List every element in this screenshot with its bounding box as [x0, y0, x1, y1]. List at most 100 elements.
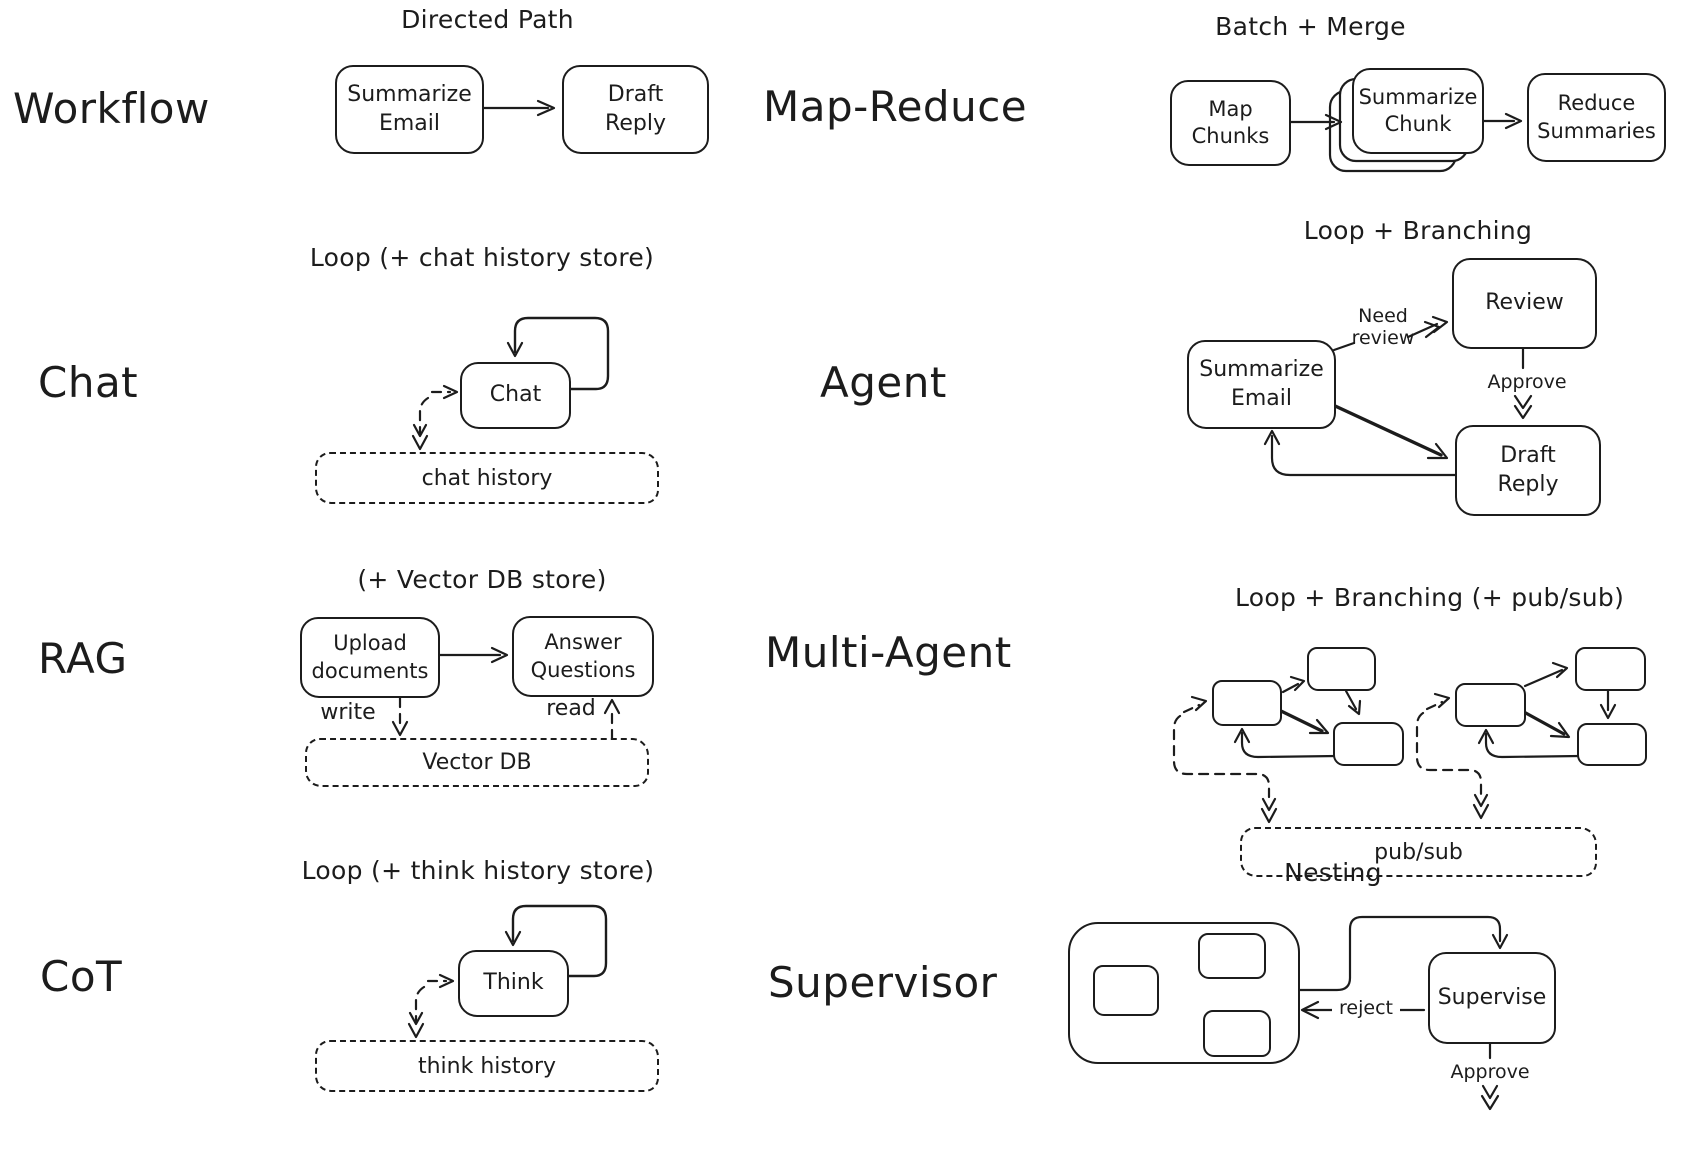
agent-approve-arrowhead-icon [1513, 394, 1533, 410]
cot-loop-arrowhead-icon [504, 930, 522, 947]
mini-agent-box [1575, 647, 1646, 691]
ma-left-dashed-in-arrowhead-icon [1190, 695, 1208, 712]
store-vector-db: Vector DB [305, 738, 649, 787]
edge-label-write: write [320, 700, 376, 725]
row-label-agent: Agent [820, 358, 947, 407]
ma-left-dashed-in [1182, 703, 1201, 714]
title-multi-agent: Loop + Branching (+ pub/sub) [1235, 583, 1625, 612]
node-reduce-summaries: Reduce Summaries [1527, 73, 1666, 162]
ma-left-diag-arrowhead-icon [1347, 699, 1362, 716]
node-think: Think [458, 950, 569, 1017]
row-label-multi-agent: Multi-Agent [765, 628, 1012, 677]
rag-write-arrowhead-icon [391, 720, 409, 737]
node-map-chunks: Map Chunks [1170, 80, 1291, 166]
sup-approve-arrowhead-icon [1480, 1094, 1500, 1111]
title-vector-db-store: (+ Vector DB store) [357, 565, 607, 594]
agent-needreview-arrowhead-inner-icon [1423, 320, 1441, 339]
sup-elbow-arrowhead-icon [1491, 933, 1509, 950]
workflow-arrowhead-icon [536, 99, 556, 117]
ma-right-loopback [1484, 732, 1582, 759]
chat-store-link [418, 396, 430, 436]
rag-read-arrowhead-icon [603, 698, 621, 715]
title-batch-merge: Batch + Merge [1215, 12, 1406, 41]
title-chat-loop: Loop (+ chat history store) [309, 243, 655, 272]
mini-agent-box [1212, 680, 1282, 726]
node-upload-documents: Upload documents [300, 617, 440, 698]
ma-right-top-arrowhead-icon [1551, 661, 1569, 679]
row-label-rag: RAG [38, 634, 128, 683]
cot-store-arrowhead-inner-icon [408, 1011, 424, 1026]
ma-left-thick-arrowhead-icon [1308, 718, 1330, 735]
node-agent-draft-reply: Draft Reply [1455, 425, 1601, 516]
row-label-workflow: Workflow [13, 84, 210, 133]
mini-agent-box [1093, 965, 1159, 1016]
mini-agent-box [1198, 933, 1266, 979]
ma-left-pubsub-link [1172, 714, 1271, 799]
ma-left-loopback-arrowhead-icon [1233, 727, 1251, 744]
ma-left-diag-arrow [1344, 689, 1358, 711]
ma-right-down-arrowhead-icon [1599, 703, 1617, 720]
chat-loop [513, 316, 610, 391]
agent-needreview-tick [1332, 341, 1356, 352]
mini-agent-box [1203, 1010, 1271, 1057]
node-agent-summarize-email: Summarize Email [1187, 340, 1336, 429]
title-cot-loop: Loop (+ think history store) [301, 856, 655, 885]
row-label-map-reduce: Map-Reduce [763, 82, 1028, 131]
node-workflow-draft-reply: Draft Reply [562, 65, 709, 154]
agent-needreview-arrow [1406, 322, 1439, 339]
store-pub-sub: pub/sub [1240, 827, 1597, 877]
ma-right-dashed-in [1425, 700, 1444, 711]
rag-arrowhead-icon [490, 646, 509, 664]
row-label-cot: CoT [40, 952, 123, 1001]
ma-right-thick-arrow [1522, 710, 1566, 736]
agent-loopback [1270, 434, 1458, 477]
row-label-supervisor: Supervisor [768, 958, 998, 1007]
mini-agent-box [1307, 647, 1376, 691]
ma-right-loopback-arrowhead-icon [1477, 728, 1495, 745]
node-supervise: Supervise [1428, 952, 1556, 1044]
node-workflow-summarize-email: Summarize Email [335, 65, 484, 154]
node-summarize-chunk: Summarize Chunk [1352, 68, 1484, 154]
ma-right-dashed-in-arrowhead-icon [1433, 692, 1451, 709]
agent-direct-arrow [1331, 403, 1443, 457]
mini-agent-box [1577, 723, 1647, 766]
cot-store-link [414, 985, 426, 1024]
title-directed-path: Directed Path [401, 5, 574, 34]
cot-loop [511, 904, 608, 978]
edge-label-need-review: Need review [1351, 305, 1415, 349]
sup-elbow-arrow [1295, 915, 1502, 992]
node-agent-review: Review [1452, 258, 1597, 349]
mapreduce-arrowhead-1-icon [1324, 113, 1343, 131]
title-agent-loop-branching: Loop + Branching [1303, 216, 1533, 245]
cot-store-arrowhead-icon [407, 1022, 425, 1039]
edge-label-approve: Approve [1487, 371, 1567, 393]
ma-left-pubsub-arrowhead-inner-icon [1261, 797, 1277, 812]
ma-right-pubsub-arrowhead-inner-icon [1473, 793, 1489, 808]
edge-label-supervisor-approve: Approve [1450, 1061, 1530, 1083]
edge-label-read: read [546, 696, 596, 721]
ma-left-thick-arrow [1279, 709, 1324, 733]
row-label-chat: Chat [38, 358, 139, 407]
store-chat-history: chat history [315, 452, 659, 504]
mini-agent-box [1455, 683, 1526, 727]
chat-store-arrowhead-icon [411, 434, 429, 451]
ma-right-pubsub-link [1415, 711, 1483, 797]
edge-label-reject: reject [1332, 997, 1400, 1020]
ma-right-pubsub-arrowhead-icon [1472, 803, 1490, 820]
title-nesting: Nesting [1284, 858, 1382, 887]
ma-left-top-arrow [1281, 682, 1300, 694]
agent-direct-arrowhead-icon [1426, 442, 1449, 460]
node-answer-questions: Answer Questions [512, 616, 654, 697]
sup-reject-arrowhead-icon [1300, 1000, 1320, 1020]
ma-left-pubsub-arrowhead-icon [1260, 807, 1278, 824]
mini-agent-box [1333, 722, 1404, 766]
chat-store-arrowhead-inner-icon [412, 423, 428, 438]
ma-right-thick-arrowhead-icon [1549, 721, 1571, 739]
sup-approve-arrowhead-inner-icon [1481, 1084, 1499, 1100]
node-chat: Chat [460, 362, 571, 429]
agent-loopback-arrowhead-icon [1263, 429, 1281, 446]
ma-right-top-arrow [1523, 668, 1564, 688]
chat-dashed-in-arrowhead-icon [442, 384, 459, 400]
cot-dashed-in-arrowhead-icon [438, 973, 455, 989]
